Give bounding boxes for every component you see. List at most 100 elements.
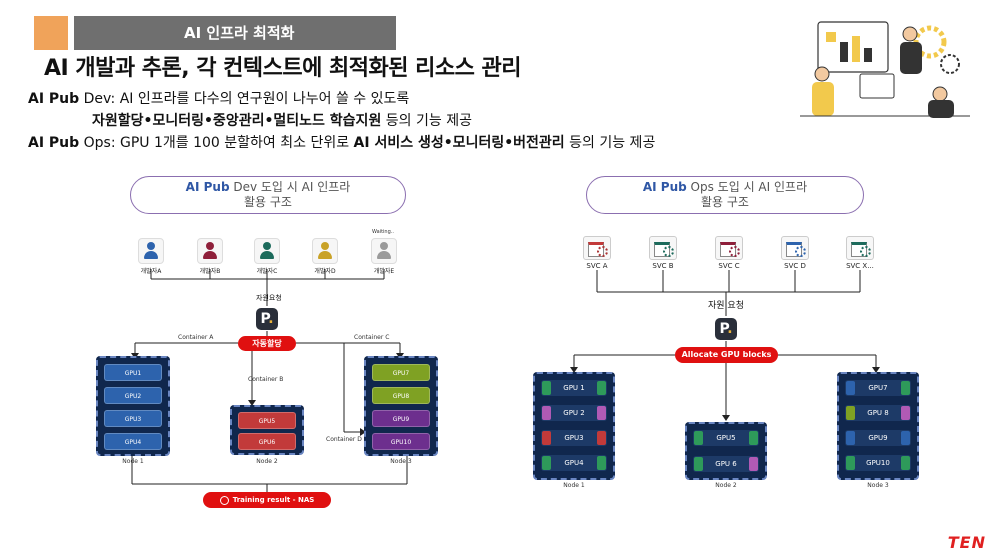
- service-window-icon: [846, 236, 874, 260]
- accent-block: [34, 16, 68, 50]
- waiting-label: Waiting..: [372, 229, 394, 235]
- user-label: 개발자A: [140, 268, 162, 275]
- gpu-block: GPU8: [372, 387, 430, 404]
- user-dev-b: 개발자B: [195, 238, 225, 275]
- dev-request-label: 자원요청: [256, 294, 282, 302]
- svc-x: SVC X...: [842, 236, 878, 270]
- container-d-label: Container D: [326, 436, 362, 443]
- container-c-label: Container C: [354, 334, 390, 341]
- ops-title-line2: 활용 구조: [701, 195, 749, 209]
- dev-desc-suffix: 등의 기능 제공: [381, 113, 472, 129]
- training-result-badge: Training result - NAS: [203, 492, 331, 508]
- dev-node-2: GPU5 GPU6: [230, 405, 304, 455]
- gpu-block: GPU3: [541, 430, 607, 446]
- dev-title-rest: Dev 도입 시 AI 인프라: [229, 180, 351, 194]
- user-dev-d: 개발자D: [310, 238, 340, 275]
- dev-desc-bold: AI Pub: [28, 91, 80, 107]
- gpu-block: GPU3: [104, 410, 162, 427]
- ops-desc-suffix: 등의 기능 제공: [564, 135, 656, 151]
- user-gray-icon: [371, 238, 397, 264]
- gpu-block: GPU7: [372, 364, 430, 381]
- gpu-block: GPU 1: [541, 380, 607, 396]
- gpu-block: GPU1: [104, 364, 162, 381]
- user-teal-icon: [254, 238, 280, 264]
- service-window-icon: [649, 236, 677, 260]
- svc-label: SVC C: [718, 262, 740, 270]
- svc-label: SVC B: [652, 262, 674, 270]
- dev-node-3-label: Node 3: [390, 458, 412, 465]
- training-result-label: Training result - NAS: [232, 496, 315, 504]
- gpu-block: GPU10: [372, 433, 430, 450]
- dev-description: AI Pub Dev: AI 인프라를 다수의 연구원이 나누어 쓸 수 있도록: [28, 88, 409, 108]
- svc-label: SVC X...: [846, 262, 874, 270]
- svc-label: SVC A: [586, 262, 608, 270]
- container-b-label: Container B: [248, 376, 284, 383]
- user-dev-e: 개발자E: [369, 238, 399, 275]
- dev-node-1-label: Node 1: [122, 458, 144, 465]
- gpu-block: GPU6: [238, 433, 296, 450]
- dev-desc-text: Dev: AI 인프라를 다수의 연구원이 나누어 쓸 수 있도록: [79, 91, 410, 107]
- user-label: 개발자D: [314, 268, 336, 275]
- service-window-icon: [781, 236, 809, 260]
- page-headline: AI 개발과 추론, 각 컨텍스트에 최적화된 리소스 관리: [44, 56, 522, 81]
- dev-title-bold: AI Pub: [185, 180, 230, 194]
- section-title: AI 인프라 최적화: [74, 16, 396, 50]
- gpu-block: GPU 2: [541, 405, 607, 421]
- gpu-block: GPU4: [104, 433, 162, 450]
- team-illustration: [800, 21, 970, 118]
- gpu-block: GPU5: [238, 412, 296, 429]
- ops-title-rest: Ops 도입 시 AI 인프라: [686, 180, 808, 194]
- user-maroon-icon: [197, 238, 223, 264]
- brand-logo: TEN: [947, 533, 986, 552]
- user-label: 개발자E: [373, 268, 395, 275]
- dev-title-line2: 활용 구조: [244, 195, 292, 209]
- dev-desc-features: 자원할당•모니터링•중앙관리•멀티노드 학습지원: [92, 113, 382, 129]
- ops-node-2: GPU5 GPU 6: [685, 422, 767, 480]
- container-a-label: Container A: [178, 334, 214, 341]
- ops-node-1: GPU 1 GPU 2 GPU3 GPU4: [533, 372, 615, 480]
- gpu-block: GPU10: [845, 455, 911, 471]
- svc-label: SVC D: [784, 262, 806, 270]
- svc-d: SVC D: [777, 236, 813, 270]
- service-window-icon: [715, 236, 743, 260]
- user-label: 개발자C: [256, 268, 278, 275]
- ops-node-3-label: Node 3: [867, 482, 889, 489]
- gpu-block: GPU7: [845, 380, 911, 396]
- dev-description-line2: 자원할당•모니터링•중앙관리•멀티노드 학습지원 등의 기능 제공: [92, 110, 472, 130]
- gpu-block: GPU4: [541, 455, 607, 471]
- svc-c: SVC C: [711, 236, 747, 270]
- ops-desc-text: Ops: GPU 1개를 100 분할하여 최소 단위로: [79, 135, 354, 151]
- ops-request-label: 자원 요청: [708, 301, 744, 311]
- ops-node-2-label: Node 2: [715, 482, 737, 489]
- aipub-logo-icon: P.: [256, 308, 278, 330]
- service-window-icon: [583, 236, 611, 260]
- ops-node-1-label: Node 1: [563, 482, 585, 489]
- gpu-block: GPU 6: [693, 456, 759, 472]
- ops-diagram-title: AI Pub Ops 도입 시 AI 인프라 활용 구조: [586, 176, 864, 214]
- gpu-block: GPU5: [693, 430, 759, 446]
- clock-icon: [219, 495, 229, 505]
- aipub-logo-icon: P.: [715, 318, 737, 340]
- gpu-block: GPU9: [845, 430, 911, 446]
- user-label: 개발자B: [199, 268, 221, 275]
- gpu-block: GPU9: [372, 410, 430, 427]
- svc-b: SVC B: [645, 236, 681, 270]
- ops-description: AI Pub Ops: GPU 1개를 100 분할하여 최소 단위로 AI 서…: [28, 132, 655, 152]
- dev-node-3: GPU7 GPU8 GPU9 GPU10: [364, 356, 438, 456]
- dev-node-1: GPU1 GPU2 GPU3 GPU4: [96, 356, 170, 456]
- ops-desc-features: AI 서비스 생성•모니터링•버전관리: [353, 135, 565, 151]
- auto-allocate-badge: 자동할당: [238, 336, 296, 351]
- ops-desc-bold: AI Pub: [28, 135, 80, 151]
- dev-node-2-label: Node 2: [256, 458, 278, 465]
- user-dev-c: 개발자C: [252, 238, 282, 275]
- user-blue-icon: [138, 238, 164, 264]
- gpu-block: GPU2: [104, 387, 162, 404]
- allocate-gpu-badge: Allocate GPU blocks: [675, 347, 778, 363]
- dev-diagram-title: AI Pub Dev 도입 시 AI 인프라 활용 구조: [130, 176, 406, 214]
- user-dev-a: 개발자A: [136, 238, 166, 275]
- ops-node-3: GPU7 GPU 8 GPU9 GPU10: [837, 372, 919, 480]
- user-yellow-icon: [312, 238, 338, 264]
- gpu-block: GPU 8: [845, 405, 911, 421]
- ops-title-bold: AI Pub: [642, 180, 687, 194]
